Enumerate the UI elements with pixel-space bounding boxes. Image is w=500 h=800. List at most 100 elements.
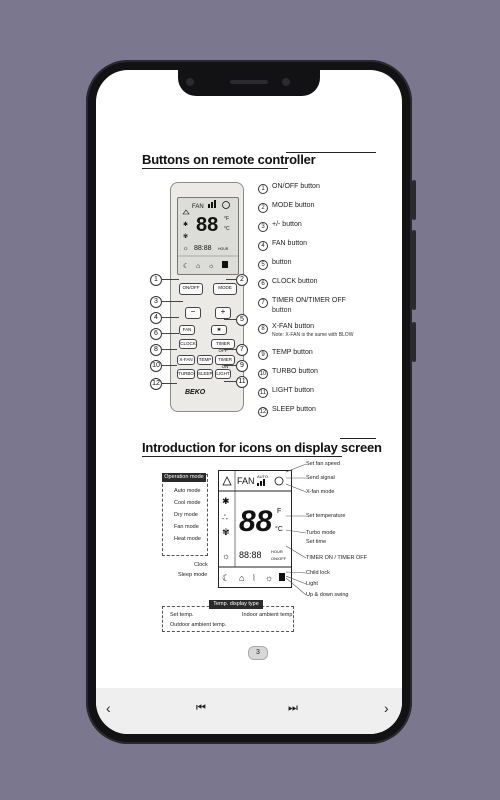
panel-auto-text: AUTO xyxy=(257,474,268,479)
temp-display-type-title: Temp. display type xyxy=(209,600,263,609)
remote-deg-text: °F xyxy=(224,216,229,222)
remote-hour-text: HOUR xyxy=(218,247,229,251)
display-panel-graphic: FAN AUTO ✱ ∴ ✾ ☼ 88 F °C 88:88 HOUR ON/O… xyxy=(219,471,291,583)
callout-5: 5 xyxy=(236,314,248,326)
screen: Buttons on remote controller FAN 88 °F °… xyxy=(96,70,402,734)
remote-display-icons: FAN 88 °F °C ✱ ✾ ☼ 88:88 HOUR ☾ ⌂ ☼ xyxy=(178,200,238,270)
notch xyxy=(178,70,320,96)
swing-button[interactable]: ✱ xyxy=(211,325,227,335)
timer-on-button[interactable]: TIMER ON xyxy=(215,355,235,369)
clock-button[interactable]: CLOCK xyxy=(179,339,197,349)
leader-8 xyxy=(161,349,177,350)
panel-c-text: °C xyxy=(275,525,283,533)
prev-page-icon[interactable]: ‹ xyxy=(106,700,111,716)
last-page-icon[interactable]: ⏭ xyxy=(288,702,298,714)
panel-hour-text: HOUR xyxy=(271,549,283,554)
operation-mode-title: Operation mode xyxy=(162,473,206,482)
callout-8: 8 xyxy=(150,344,162,356)
leader-3 xyxy=(161,301,183,302)
title-overline xyxy=(340,438,376,439)
svg-text:☾: ☾ xyxy=(183,263,189,270)
volume-button xyxy=(412,180,416,220)
callout-1: 1 xyxy=(150,274,162,286)
leader-2 xyxy=(226,279,236,280)
temp-button[interactable]: TEMP xyxy=(197,355,213,365)
bottom-nav-bar: ‹ ⏮ ⏭ › xyxy=(96,688,402,734)
brand-logo: BEKO xyxy=(185,389,206,396)
temp-display-type-box xyxy=(162,606,294,632)
label-clock: Clock xyxy=(194,562,208,568)
callout-9: 9 xyxy=(236,360,248,372)
callout-6: 6 xyxy=(150,328,162,340)
svg-text:✾: ✾ xyxy=(183,233,188,240)
callout-3: 3 xyxy=(150,296,162,308)
first-page-icon[interactable]: ⏮ xyxy=(196,702,206,714)
svg-text:⌂: ⌂ xyxy=(239,573,244,583)
onoff-button[interactable]: ON/OFF xyxy=(179,283,203,295)
display-panel: FAN AUTO ✱ ∴ ✾ ☼ 88 F °C 88:88 HOUR ON/O… xyxy=(218,470,292,588)
remote-display: FAN 88 °F °C ✱ ✾ ☼ 88:88 HOUR ☾ ⌂ ☼ xyxy=(177,197,239,275)
svg-text:☾: ☾ xyxy=(222,573,230,583)
remote-time-text: 88:88 xyxy=(194,245,212,252)
callout-4: 4 xyxy=(150,312,162,324)
svg-text:☼: ☼ xyxy=(222,551,230,561)
fan-button[interactable]: FAN xyxy=(179,325,195,335)
next-page-icon[interactable]: › xyxy=(384,700,389,716)
callout-10: 10 xyxy=(150,360,162,372)
remote-controller: FAN 88 °F °C ✱ ✾ ☼ 88:88 HOUR ☾ ⌂ ☼ xyxy=(170,182,244,412)
leader-12 xyxy=(161,383,177,384)
label-set-temp: Set temp. xyxy=(170,612,194,618)
panel-f-text: F xyxy=(277,508,281,515)
remote-degc-text: °C xyxy=(224,226,230,232)
svg-text:✱: ✱ xyxy=(183,221,188,228)
minus-button[interactable]: − xyxy=(185,307,201,319)
svg-text:☼: ☼ xyxy=(183,246,189,252)
callout-7: 7 xyxy=(236,344,248,356)
label-light: Light xyxy=(306,581,318,587)
timer-off-button[interactable]: TIMER OFF xyxy=(211,339,235,353)
xfan-button[interactable]: X-FAN xyxy=(177,355,195,365)
callout-2: 2 xyxy=(236,274,248,286)
label-set-temperature: Set temperature xyxy=(306,513,346,519)
svg-text:✱: ✱ xyxy=(222,496,230,506)
label-xfan-mode: X-fan mode xyxy=(306,489,335,495)
leader-7 xyxy=(224,349,236,350)
svg-text:⌂: ⌂ xyxy=(196,263,200,270)
sleep-button[interactable]: SLEEP xyxy=(197,369,213,379)
panel-time-text: 88:88 xyxy=(239,550,262,560)
label-outdoor-temp: Outdoor ambient temp. xyxy=(170,622,227,628)
svg-text:☼: ☼ xyxy=(265,573,273,583)
mode-button[interactable]: MODE xyxy=(213,283,237,295)
label-set-time: Set time xyxy=(306,539,327,545)
label-sleep-mode: Sleep mode xyxy=(178,572,208,578)
label-auto-mode: Auto mode xyxy=(174,488,201,494)
plus-button[interactable]: + xyxy=(215,307,231,319)
volume-button-2 xyxy=(412,230,416,310)
title-underline xyxy=(142,168,288,169)
right-leader-lines xyxy=(286,463,307,596)
page-number-badge: 3 xyxy=(248,646,268,660)
remote-temp-text: 88 xyxy=(196,214,218,236)
svg-text:⦚: ⦚ xyxy=(253,573,255,583)
leader-11 xyxy=(224,381,236,382)
leader-9 xyxy=(224,365,236,366)
leader-4 xyxy=(161,317,179,318)
svg-text:✾: ✾ xyxy=(222,527,230,537)
label-dry-mode: Dry mode xyxy=(174,512,198,518)
label-timer-on-off: TIMER ON / TIMER OFF xyxy=(306,555,368,561)
turbo-button[interactable]: TURBO xyxy=(177,369,195,379)
leader-1 xyxy=(161,279,179,280)
label-heat-mode: Heat mode xyxy=(174,536,201,542)
title-overline xyxy=(286,152,376,153)
label-indoor-temp: Indoor ambient temp. xyxy=(242,612,294,618)
panel-fan-text: FAN xyxy=(237,476,255,486)
leader-6 xyxy=(161,333,179,334)
panel-onoff-text: ON/OFF xyxy=(271,556,287,561)
label-send-signal: Send signal xyxy=(306,475,335,481)
label-turbo-mode: Turbo mode xyxy=(306,530,336,536)
light-button[interactable]: LIGHT xyxy=(215,369,231,379)
leader-5 xyxy=(224,319,236,320)
title-underline xyxy=(142,456,342,457)
callout-12: 12 xyxy=(150,378,162,390)
label-cool-mode: Cool mode xyxy=(174,500,201,506)
